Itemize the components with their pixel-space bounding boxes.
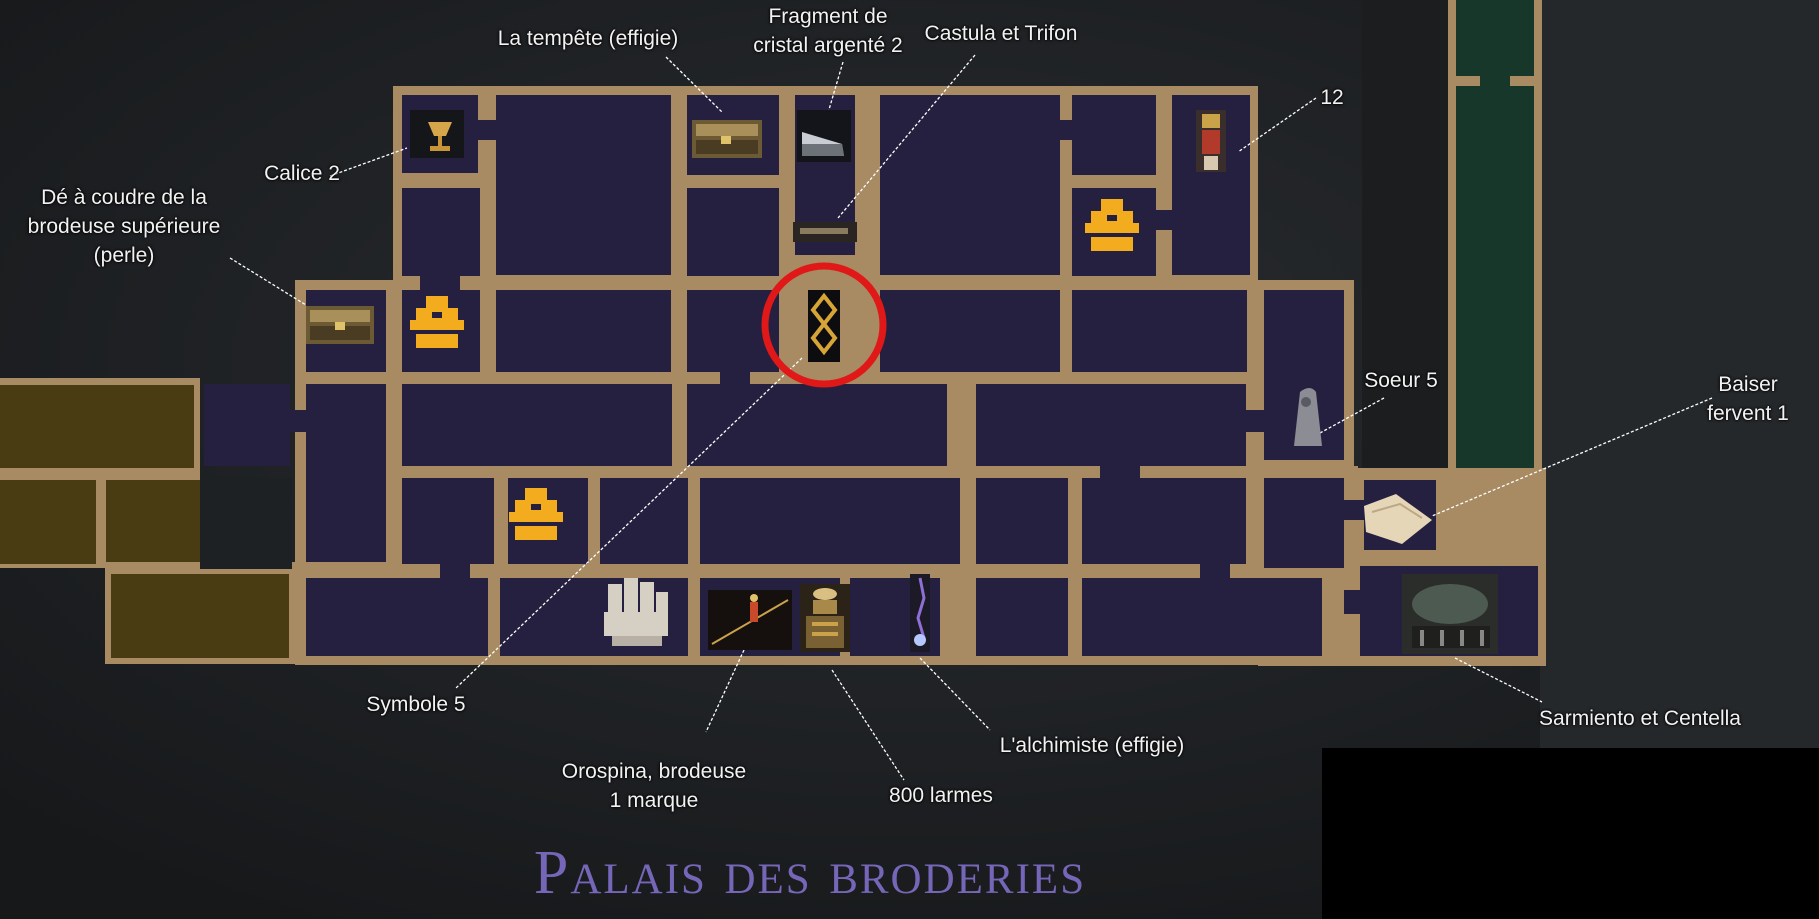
sister-icon[interactable] [1294, 388, 1322, 446]
room-floors [204, 95, 1538, 656]
chalice-icon[interactable] [410, 110, 464, 158]
label-sarmiento: Sarmiento et Centella [1539, 707, 1741, 730]
left-ochre-area [0, 378, 295, 664]
prie-dieu-icon[interactable] [509, 488, 563, 540]
label-twelve: 12 [1320, 86, 1344, 109]
symbol-rune-icon[interactable] [808, 290, 840, 362]
label-soeur: Soeur 5 [1364, 369, 1438, 392]
label-baiser: Baiser fervent 1 [1707, 373, 1789, 425]
right-background-panel [1540, 0, 1819, 748]
label-larmes: 800 larmes [889, 784, 993, 807]
fervent-kiss-icon[interactable] [1364, 494, 1432, 544]
silver-crystal-fragment-icon[interactable] [797, 110, 851, 162]
treasure-chest-icon[interactable] [306, 306, 374, 344]
label-de: Dé à coudre de la brodeuse supérieure (p… [27, 186, 221, 267]
label-calice: Calice 2 [264, 162, 340, 185]
sarmiento-centella-icon[interactable] [1402, 574, 1498, 654]
alchemist-effigy-icon[interactable] [910, 574, 930, 652]
tears-altar-icon[interactable] [800, 584, 850, 652]
location-marker-ring [761, 262, 887, 388]
label-fragment: Fragment de cristal argenté 2 [753, 5, 903, 57]
label-tempete: La tempête (effigie) [497, 27, 679, 50]
page-title: Palais des broderies [533, 839, 1087, 907]
leader-lines [229, 54, 1713, 781]
label-symbole: Symbole 5 [366, 693, 466, 716]
prie-dieu-icon[interactable] [1085, 199, 1139, 251]
castula-trifon-icon[interactable] [793, 222, 857, 242]
orospina-embroiderer-icon[interactable] [708, 590, 792, 650]
black-void-area [1322, 748, 1819, 919]
npc-portrait-icon[interactable] [1196, 110, 1226, 172]
label-castula: Castula et Trifon [924, 22, 1078, 45]
label-alchimiste: L'alchimiste (effigie) [999, 734, 1185, 757]
label-orospina: Orospina, brodeuse 1 marque [561, 760, 747, 812]
doorways [290, 120, 1364, 614]
green-corridor [1448, 0, 1542, 560]
prie-dieu-icon[interactable] [410, 296, 464, 348]
hand-icon[interactable] [604, 578, 668, 646]
effigy-chest-icon[interactable] [692, 120, 762, 158]
